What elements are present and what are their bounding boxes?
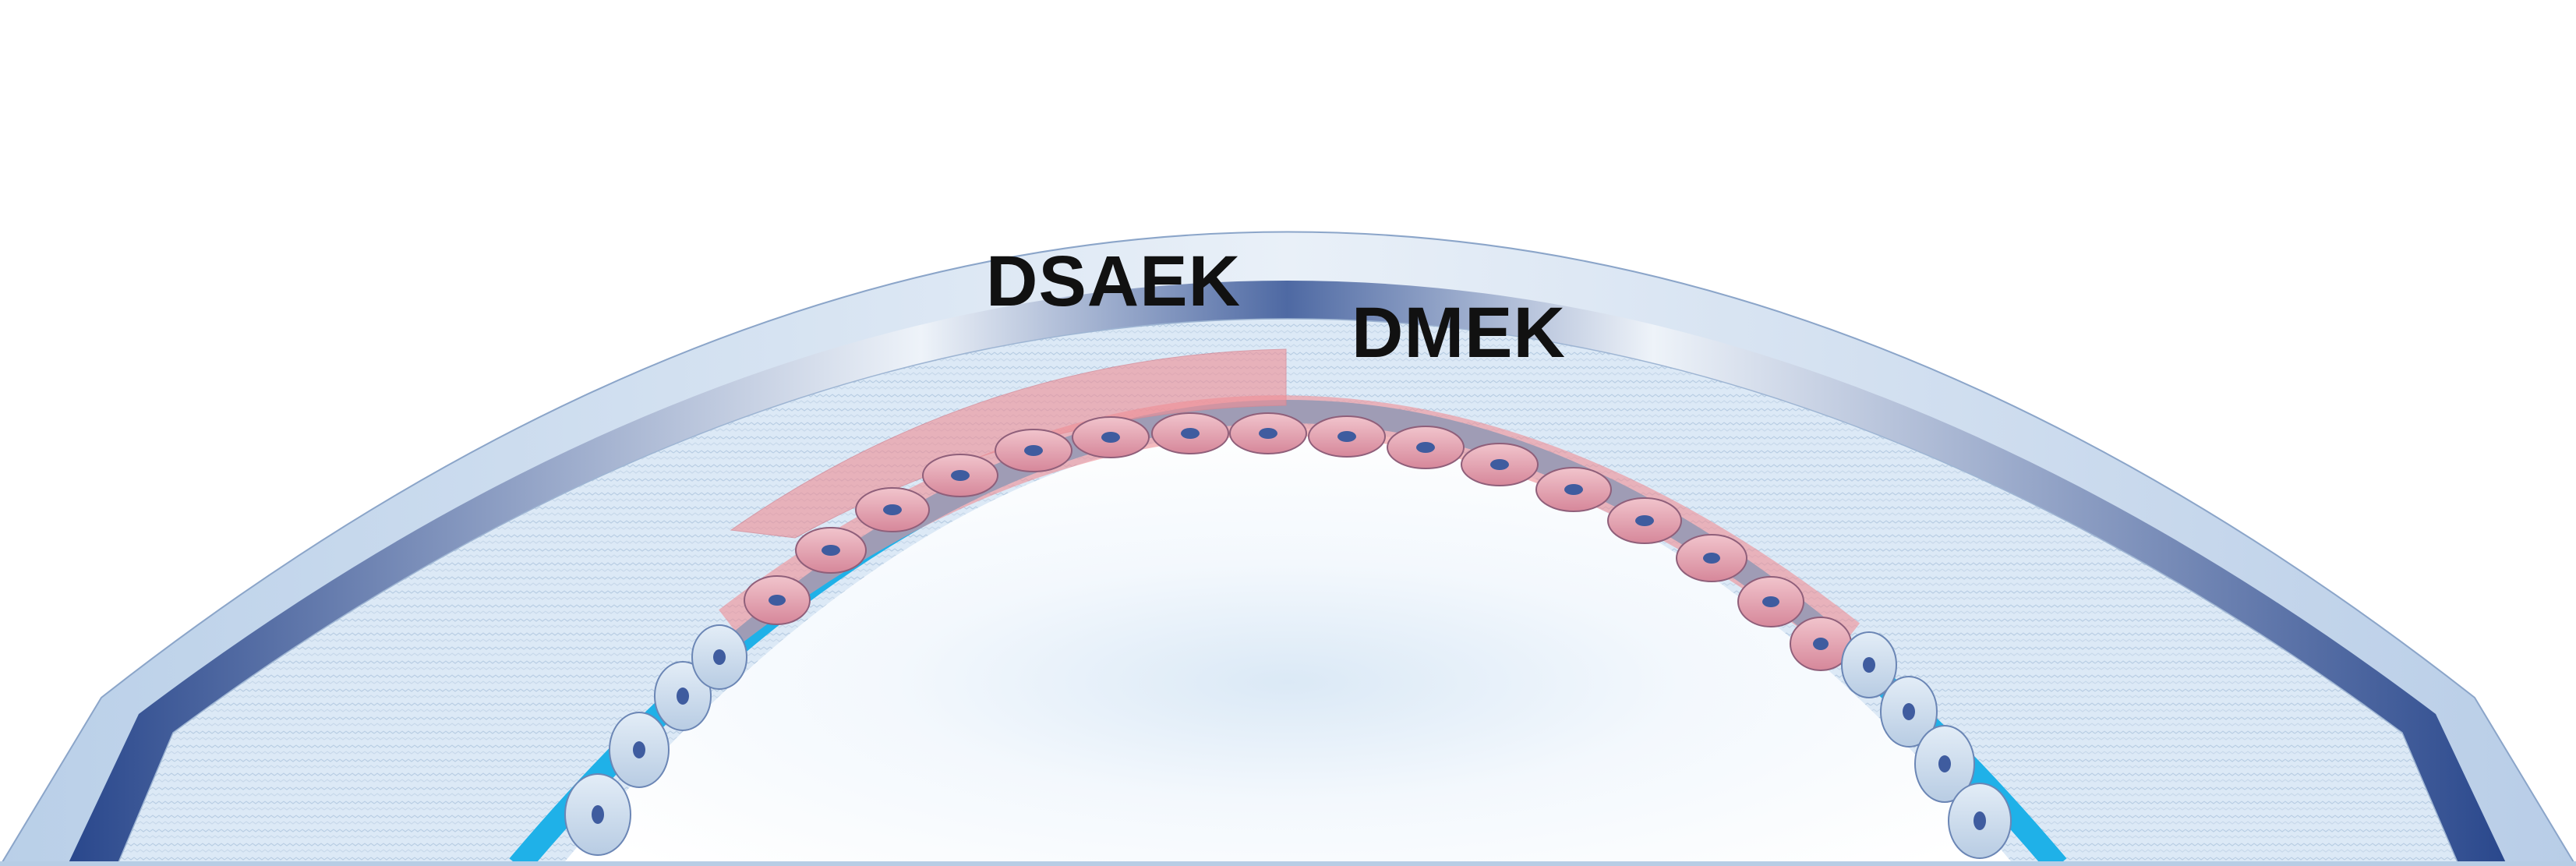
anterior-chamber <box>561 428 2015 866</box>
endothelial-cell-layer <box>564 412 2012 859</box>
cornea <box>0 231 2576 866</box>
dmek-label: DMEK <box>1352 293 1566 373</box>
dsaek-label: DSAEK <box>986 242 1241 321</box>
